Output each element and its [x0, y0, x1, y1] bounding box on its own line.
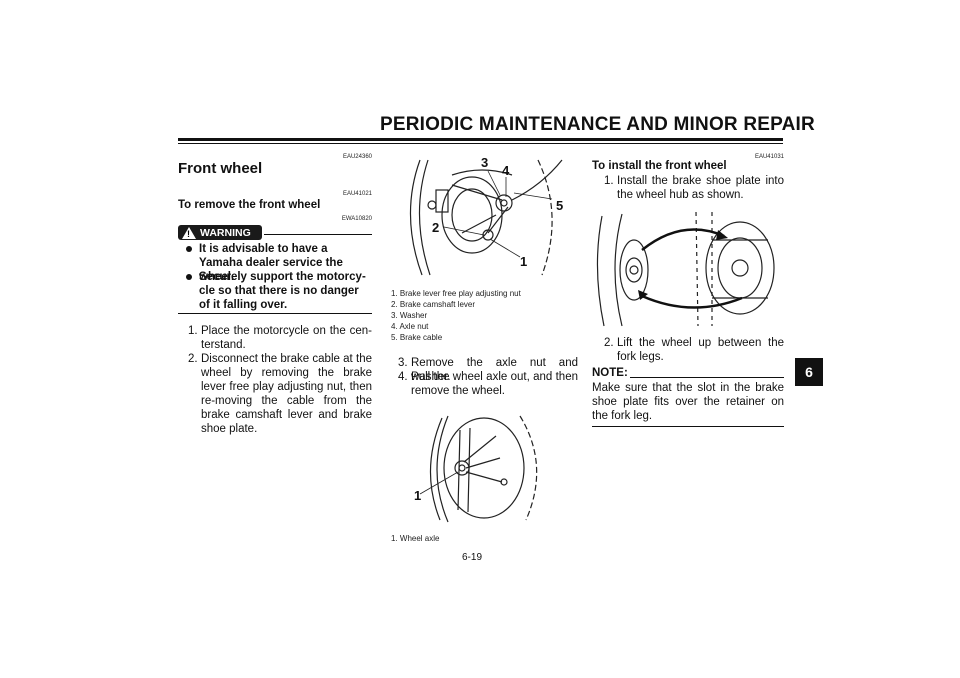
legend-item: 1. Wheel axle	[391, 534, 440, 543]
header-rule-thin	[178, 143, 783, 144]
step-item: 3. Remove the axle nut and washer.	[398, 357, 578, 383]
warning-badge: ! WARNING	[178, 225, 262, 240]
page-number: 6-19	[462, 552, 483, 563]
step-item: 2. Lift the wheel up between the fork le…	[604, 337, 784, 363]
figure-legend: 1. Brake lever free play adjusting nut 2…	[391, 288, 521, 343]
callout-4: 4	[502, 163, 510, 178]
legend-item: 5. Brake cable	[391, 333, 443, 342]
note-text: Make sure that the slot in the brake sho…	[592, 382, 784, 422]
callout-2: 2	[432, 220, 440, 235]
bullet-icon	[186, 274, 192, 280]
legend-item: 3. Washer	[391, 311, 428, 320]
warning-triangle-icon: !	[182, 226, 196, 239]
subsection-title: To install the front wheel	[592, 160, 727, 172]
brake-shoe-plate-illustration	[596, 211, 775, 327]
subsection-code: EAU41021	[342, 191, 372, 197]
step-item: 1. Install the brake shoe plate into the…	[604, 175, 784, 201]
wheel-axle-illustration	[419, 415, 538, 523]
warning-item: Securely support the motorcy-cle so that…	[186, 270, 372, 312]
legend-item: 4. Axle nut	[391, 322, 429, 331]
warning-top-rule	[264, 234, 372, 235]
page-header-title: PERIODIC MAINTENANCE AND MINOR REPAIR	[380, 114, 815, 135]
step-item: 4. Pull the wheel axle out, and then rem…	[398, 371, 578, 397]
section-code: EAU24360	[342, 154, 372, 160]
figure-legend: 1. Wheel axle	[391, 533, 439, 544]
brake-assembly-illustration	[409, 159, 563, 276]
callout-wheel-axle: 1	[414, 488, 422, 503]
section-title: Front wheel	[178, 160, 263, 177]
section-code: EAU41031	[754, 154, 784, 160]
subsection-title: To remove the front wheel	[178, 199, 321, 211]
note-top-rule	[630, 377, 784, 378]
warning-bottom-rule	[178, 313, 372, 314]
callout-5: 5	[556, 198, 564, 213]
step-item: 1. Place the motorcycle on the cen-terst…	[188, 325, 372, 351]
warning-item: It is advisable to have a Yamaha dealer …	[186, 242, 372, 284]
warning-code: EWA10820	[341, 216, 372, 222]
note-bottom-rule	[592, 426, 784, 427]
warning-label: WARNING	[200, 226, 251, 239]
callout-1: 1	[520, 254, 528, 269]
legend-item: 2. Brake camshaft lever	[391, 300, 476, 309]
chapter-tab: 6	[795, 358, 823, 386]
note-label: NOTE:	[592, 367, 628, 379]
callout-3: 3	[481, 155, 489, 170]
step-item: 2. Disconnect the brake cable at the whe…	[188, 353, 372, 435]
bullet-icon	[186, 246, 192, 252]
header-rule-thick	[178, 138, 783, 141]
legend-item: 1. Brake lever free play adjusting nut	[391, 289, 521, 298]
